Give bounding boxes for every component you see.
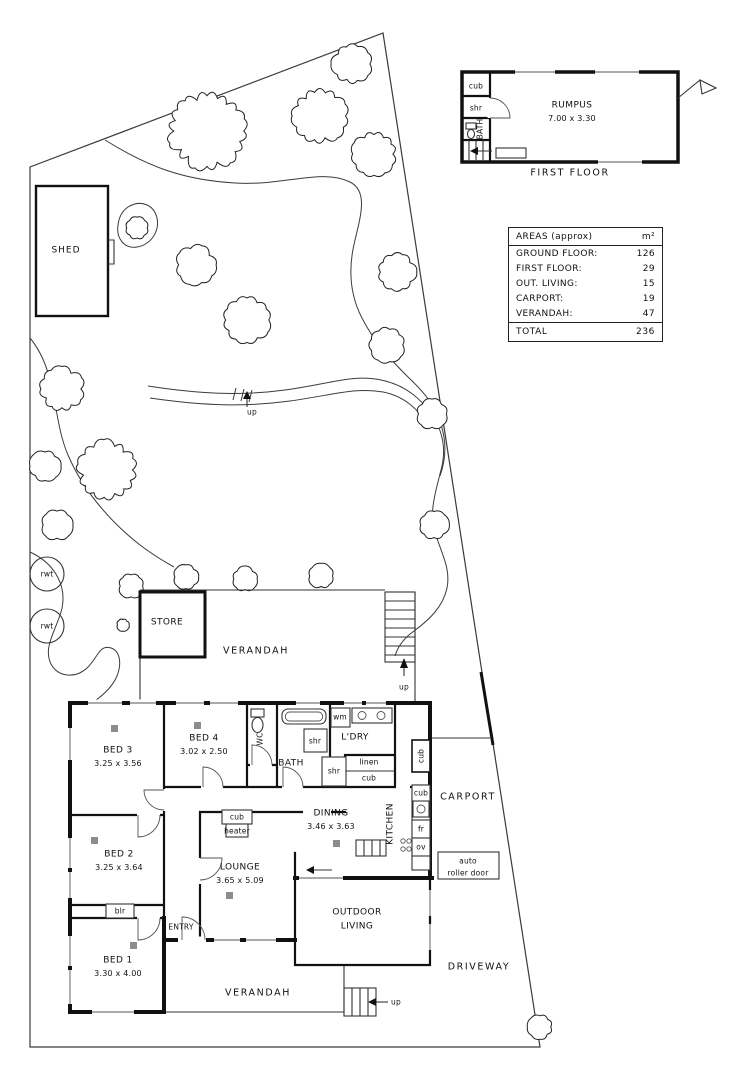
areas-table-header: AREAS (approx) m²	[509, 228, 662, 246]
wc-label: WC	[255, 732, 265, 746]
lounge-name-label: LOUNGE	[219, 862, 261, 873]
tree-icon	[419, 510, 450, 540]
bed1-name-label: BED 1	[103, 955, 133, 966]
tree-icon	[176, 243, 218, 287]
cub-hall-label: cub	[361, 773, 377, 783]
up-upper-label: up	[399, 682, 409, 692]
trees	[29, 43, 553, 1040]
linen-label: linen	[359, 757, 379, 767]
areas-unit: m²	[641, 232, 655, 242]
areas-row: VERANDAH: 47	[516, 309, 655, 320]
bed3-dims-label: 3.25 x 3.56	[94, 759, 142, 768]
tree-icon	[75, 438, 137, 501]
tree-icon	[232, 565, 258, 592]
shr2-label: shr	[327, 766, 341, 776]
areas-row: GROUND FLOOR: 126	[516, 248, 655, 259]
heater-cub-label: cub	[229, 812, 245, 822]
rumpus-name-label: RUMPUS	[551, 100, 593, 111]
wm-label: wm	[333, 712, 347, 722]
house-inner-walls	[68, 701, 490, 967]
fridge-label: fr	[417, 824, 425, 834]
tree-icon	[173, 564, 200, 590]
arrows	[243, 391, 408, 1006]
areas-row: FIRST FLOOR: 29	[516, 263, 655, 274]
bed3-name-label: BED 3	[103, 745, 133, 756]
bed4-name-label: BED 4	[189, 733, 219, 744]
tree-icon	[330, 43, 373, 85]
rwt-label-2: rwt	[40, 621, 54, 631]
cub-kitchen-label: cub	[413, 788, 429, 798]
tree-icon	[378, 252, 418, 292]
ceiling-markers	[91, 722, 340, 949]
shed-label: SHED	[51, 245, 81, 256]
tree-icon	[308, 562, 334, 589]
dining-name-label: DINING	[313, 808, 349, 819]
tree-icon	[167, 91, 248, 172]
outdoor-living-label-1: OUTDOOR	[332, 907, 382, 918]
windows	[66, 699, 434, 1016]
roller-door-label-1: auto	[459, 856, 477, 866]
store-room	[138, 590, 207, 659]
roller-door-label-2: roller door	[447, 868, 489, 878]
ff-cub-label: cub	[468, 81, 484, 91]
bath-label: BATH	[278, 758, 304, 769]
bed2-dims-label: 3.25 x 3.64	[95, 863, 143, 872]
tree-icon	[125, 216, 149, 240]
areas-row: OUT. LIVING: 15	[516, 278, 655, 289]
tree-icon	[526, 1014, 553, 1040]
rwt-label-1: rwt	[40, 569, 54, 579]
garden-up-label: up	[247, 407, 257, 417]
tree-icon	[290, 88, 349, 144]
up-lower-label: up	[391, 997, 401, 1007]
ff-shr-label: shr	[469, 103, 483, 113]
areas-table: AREAS (approx) m² GROUND FLOOR: 126 FIRS…	[508, 227, 663, 342]
bed2-name-label: BED 2	[104, 849, 134, 860]
ff-bath-label: BATH	[475, 118, 485, 140]
kitchen-label: KITCHEN	[385, 803, 396, 845]
lounge-dims-label: 3.65 x 5.09	[216, 876, 264, 885]
tree-icon	[29, 450, 62, 482]
bed1-dims-label: 3.30 x 4.00	[94, 969, 142, 978]
tree-icon	[118, 573, 144, 599]
first-floor-caption: FIRST FLOOR	[530, 167, 610, 179]
driveway-label: DRIVEWAY	[447, 961, 511, 973]
tree-icon	[41, 509, 74, 541]
shr1-label: shr	[308, 736, 322, 746]
tree-icon	[416, 398, 448, 430]
rumpus-dims-label: 7.00 x 3.30	[548, 114, 596, 123]
verandah-lower-label: VERANDAH	[225, 987, 291, 999]
outdoor-living-label-2: LIVING	[340, 921, 374, 932]
first-floor-inset	[460, 68, 718, 166]
shed	[34, 184, 115, 318]
door-openings	[137, 762, 410, 944]
verandah-upper-label: VERANDAH	[223, 645, 289, 657]
doors	[137, 744, 304, 941]
bed4-dims-label: 3.02 x 2.50	[180, 747, 228, 756]
tree-icon	[223, 296, 272, 345]
store-label: STORE	[150, 617, 184, 628]
boiler-label: blr	[114, 906, 126, 916]
oven-label: ov	[416, 842, 426, 852]
carport-label: CARPORT	[440, 791, 496, 803]
areas-total-row: TOTAL 236	[509, 321, 662, 341]
heater-label: heater	[224, 826, 250, 836]
dining-dims-label: 3.46 x 3.63	[307, 822, 355, 831]
tree-icon	[116, 618, 130, 632]
tree-icon	[368, 326, 405, 364]
cub-right-label: cub	[416, 748, 426, 764]
entry-label: ENTRY	[168, 922, 194, 932]
areas-title: AREAS (approx)	[516, 232, 593, 242]
ldry-label: L'DRY	[341, 732, 369, 743]
areas-row: CARPORT: 19	[516, 294, 655, 305]
tree-icon	[350, 132, 397, 178]
site-boundary	[29, 32, 541, 1048]
fixtures	[105, 707, 500, 919]
tree-icon	[39, 365, 85, 411]
water-tanks	[29, 556, 65, 644]
